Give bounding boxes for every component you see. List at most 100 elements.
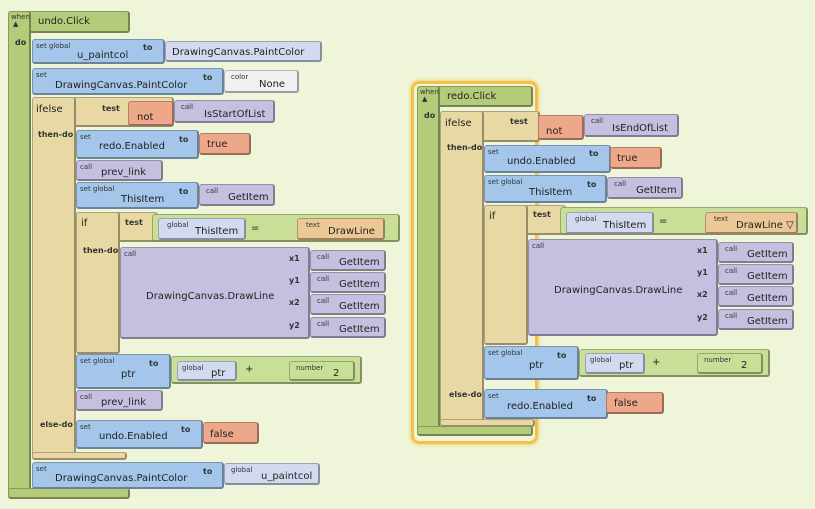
function-name: prev_link <box>101 167 146 178</box>
arg-label: x1 <box>697 246 708 255</box>
if-label: if <box>81 218 88 229</box>
true-block[interactable]: true <box>199 133 251 155</box>
global-ptr-getter[interactable]: global ptr <box>177 361 237 381</box>
test-label: test <box>510 117 528 126</box>
text-drawline-dropdown[interactable]: text DrawLine ▽ <box>705 212 798 234</box>
not-block[interactable]: not <box>538 115 584 140</box>
color-none-block[interactable]: color None <box>224 70 299 93</box>
text-value: DrawLine ▽ <box>736 220 794 231</box>
to-label: to <box>589 149 599 158</box>
block-kind: set <box>488 148 499 156</box>
false-block[interactable]: false <box>203 422 259 444</box>
variable-name: ptr <box>121 369 136 380</box>
to-label: to <box>179 135 189 144</box>
block-kind: global <box>590 356 612 364</box>
block-kind: color <box>231 73 249 81</box>
call-prev-link-block-2[interactable]: call prev_link <box>76 390 163 411</box>
arg-label: x2 <box>697 290 708 299</box>
collapse-triangle-icon[interactable]: ▲ <box>13 20 19 28</box>
number-block[interactable]: number 2 <box>289 361 355 381</box>
drawline-call-block[interactable]: call DrawingCanvas.DrawLine x1 y1 x2 y2 <box>528 239 718 336</box>
set-redo-enabled-block[interactable]: set redo.Enabled to <box>76 130 199 159</box>
set-undo-enabled-block[interactable]: set undo.Enabled to <box>76 420 203 449</box>
set-undo-enabled-block[interactable]: set undo.Enabled to <box>484 145 611 173</box>
global-u-paintcol-getter[interactable]: global u_paintcol <box>224 463 320 485</box>
function-name: GetItem <box>228 192 269 203</box>
set-global-ptr-block[interactable]: set global ptr to <box>484 346 579 380</box>
function-name: prev_link <box>101 397 146 408</box>
block-kind: number <box>704 356 732 364</box>
block-kind: call <box>725 267 738 275</box>
to-label: to <box>587 394 597 403</box>
set-global-u-paintcol-block[interactable]: set global u_paintcol to <box>32 39 165 64</box>
not-label: not <box>137 112 154 123</box>
to-label: to <box>149 359 159 368</box>
text-drawline-block[interactable]: text DrawLine <box>297 218 385 240</box>
then-do-label: then-do <box>447 143 483 152</box>
block-kind: set <box>80 423 91 431</box>
to-label: to <box>143 43 153 52</box>
arg-label: x1 <box>289 254 300 263</box>
call-prev-link-block[interactable]: call prev_link <box>76 160 163 181</box>
global-thisitem-getter[interactable]: global ThisItem <box>566 212 654 234</box>
color-value: None <box>259 79 286 90</box>
function-name: GetItem <box>339 257 380 268</box>
paint-color-getter-block[interactable]: DrawingCanvas.PaintColor <box>165 41 322 62</box>
set-global-thisitem-block[interactable]: set global ThisItem to <box>484 175 607 203</box>
drawline-call-block[interactable]: call DrawingCanvas.DrawLine x1 y1 x2 y2 <box>120 247 310 339</box>
false-block[interactable]: false <box>606 392 664 414</box>
test-label: test <box>102 104 120 113</box>
variable-name: ThisItem <box>603 220 647 231</box>
test-label: test <box>125 218 143 227</box>
property-name: undo.Enabled <box>507 156 576 167</box>
set-global-ptr-block[interactable]: set global ptr to <box>76 354 171 389</box>
is-end-of-list-call-block[interactable]: call IsEndOfList <box>584 114 679 137</box>
when-label: when <box>11 13 30 21</box>
function-name: GetItem <box>636 185 677 196</box>
getitem-call-block[interactable]: call GetItem <box>607 177 683 199</box>
function-name: GetItem <box>339 324 380 335</box>
plus-operator: + <box>245 364 254 375</box>
block-kind: call <box>124 250 137 258</box>
block-kind: call <box>614 180 627 188</box>
equals-operator: = <box>251 223 260 234</box>
function-name: GetItem <box>747 293 788 304</box>
text-value: DrawLine <box>328 226 375 237</box>
getitem-call-block[interactable]: call GetItem <box>199 184 275 206</box>
set-redo-enabled-block[interactable]: set redo.Enabled to <box>484 389 608 419</box>
variable-name: ThisItem <box>529 187 573 198</box>
block-kind: set <box>488 392 499 400</box>
variable-name: ThisItem <box>121 194 165 205</box>
else-do-label: else-do <box>40 420 73 429</box>
block-kind: global <box>182 364 204 372</box>
global-ptr-getter[interactable]: global ptr <box>585 353 645 374</box>
block-kind: text <box>714 215 728 223</box>
not-block[interactable]: not <box>128 101 174 126</box>
function-name: GetItem <box>339 279 380 290</box>
then-do-label: then-do <box>83 246 119 255</box>
variable-name: ptr <box>619 360 634 371</box>
is-start-of-list-call-block[interactable]: call IsStartOfList <box>174 100 275 123</box>
property-name: DrawingCanvas.PaintColor <box>55 473 188 484</box>
collapse-triangle-icon[interactable]: ▲ <box>422 95 428 103</box>
true-block[interactable]: true <box>610 147 662 169</box>
arg-label: y1 <box>697 268 708 277</box>
arg-label: y2 <box>289 321 300 330</box>
block-kind: call <box>206 187 219 195</box>
global-thisitem-getter[interactable]: global ThisItem <box>158 218 246 240</box>
set-paint-color-block[interactable]: set DrawingCanvas.PaintColor to <box>32 68 224 95</box>
block-kind: number <box>296 364 324 372</box>
arg-label: y1 <box>289 276 300 285</box>
set-global-thisitem-block[interactable]: set global ThisItem to <box>76 182 199 209</box>
number-block[interactable]: number 2 <box>697 353 763 374</box>
set-paint-color-restore-block[interactable]: set DrawingCanvas.PaintColor to <box>32 462 224 489</box>
block-kind: set global <box>80 185 115 193</box>
